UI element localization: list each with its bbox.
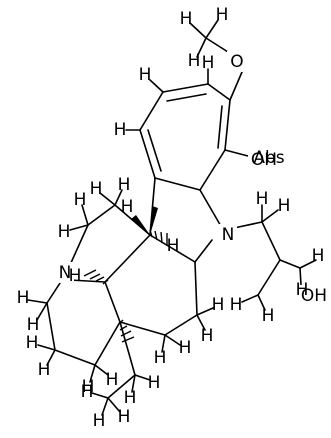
svg-text:O: O bbox=[230, 52, 243, 72]
hydrogen-label: H bbox=[26, 333, 39, 353]
hydrogen-label: H bbox=[90, 179, 103, 199]
hydrogen-label: H bbox=[74, 190, 87, 210]
atom-label-o-methoxy: O bbox=[227, 51, 247, 72]
atom-label-stereo-h-2: H bbox=[69, 266, 82, 286]
hydrogen-label: H bbox=[82, 377, 95, 397]
hydrogen-label: H bbox=[118, 175, 131, 195]
abs-stereo-label: Abs bbox=[253, 148, 284, 168]
svg-text:N: N bbox=[222, 225, 235, 245]
hydrogen-label: H bbox=[202, 53, 215, 73]
hydrogen-label: H bbox=[93, 411, 106, 431]
hydrogen-label: H bbox=[230, 295, 243, 315]
hydrogen-bonds bbox=[27, 19, 317, 416]
hydrogen-label: H bbox=[106, 370, 119, 390]
hydrogen-label: H bbox=[278, 196, 291, 216]
svg-text:N: N bbox=[59, 263, 72, 283]
atom-label-stereo-h-1: H bbox=[121, 197, 134, 217]
hydrogen-label: H bbox=[148, 373, 161, 393]
hydrogen-label: H bbox=[256, 189, 269, 209]
hydrogen-label: H bbox=[312, 246, 325, 266]
hydrogen-label: H bbox=[118, 407, 131, 427]
svg-text:OH: OH bbox=[301, 286, 327, 306]
hydrogen-label: H bbox=[58, 222, 71, 242]
atom-label-o-phenol: OH bbox=[248, 149, 282, 170]
stereo-hashes bbox=[83, 229, 168, 343]
hydrogen-label: H bbox=[124, 388, 137, 408]
atom-label-stereo-h-3: H bbox=[167, 236, 180, 256]
hydrogen-label: H bbox=[38, 360, 51, 380]
hydrogen-label: H bbox=[212, 295, 225, 315]
hydrogen-label: H bbox=[27, 315, 40, 335]
hydrogen-label: H bbox=[296, 280, 309, 300]
hydrogen-label: H bbox=[216, 5, 229, 25]
stereo-wedges bbox=[131, 206, 158, 235]
hydrogen-label: H bbox=[188, 51, 201, 71]
hydrogen-label: H bbox=[81, 382, 94, 402]
skeleton-bonds bbox=[46, 37, 301, 399]
hydrogen-label: H bbox=[154, 348, 167, 368]
hydrogen-label: H bbox=[179, 338, 192, 358]
svg-text:OH: OH bbox=[251, 150, 277, 170]
hydrogen-label: H bbox=[114, 120, 127, 140]
hydrogen-label: H bbox=[201, 326, 214, 346]
hydrogen-label: H bbox=[262, 306, 275, 326]
hydrogen-label: H bbox=[180, 9, 193, 29]
hydrogen-label: H bbox=[17, 288, 30, 308]
atom-label-o-hydroxyl: OH bbox=[298, 285, 331, 306]
atom-label-n-piperidine: N bbox=[56, 262, 74, 283]
atom-label-n-indoline: N bbox=[219, 224, 237, 245]
hydrogen-label: H bbox=[139, 65, 152, 85]
